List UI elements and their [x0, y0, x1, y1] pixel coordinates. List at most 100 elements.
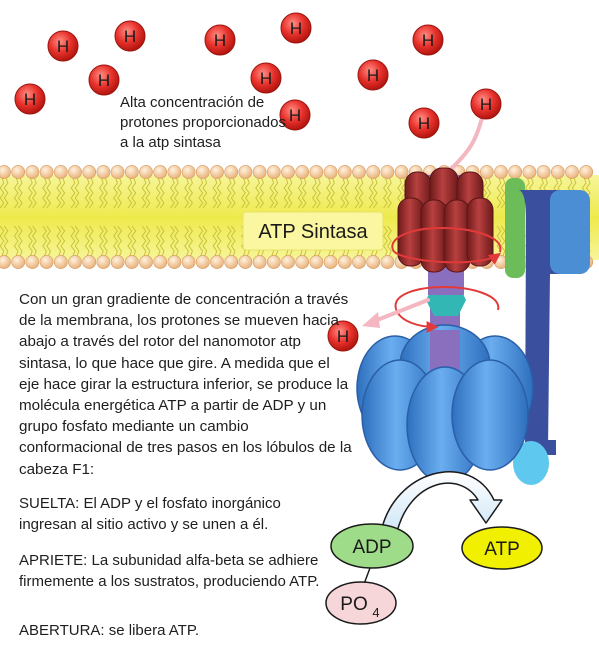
step-suelta: SUELTA: El ADP y el fosfato inorgánico i…: [19, 495, 281, 533]
stator-a-subunit: [550, 190, 590, 274]
mechanism-description: Con un gran gradiente de concentración a…: [19, 291, 352, 478]
lipid-head: [110, 165, 125, 179]
proton-h-icon: H: [14, 83, 46, 115]
svg-text:H: H: [214, 31, 226, 50]
phosphate-molecule: PO 4: [325, 581, 397, 625]
lipid-head: [195, 255, 210, 269]
lipid-head: [110, 255, 125, 269]
svg-text:H: H: [98, 71, 110, 90]
lipid-head: [238, 255, 253, 269]
enzyme-label-box: ATP Sintasa: [242, 211, 384, 251]
stator-green-segment: [505, 178, 525, 278]
lipid-head: [352, 165, 366, 179]
lipid-head: [394, 165, 409, 179]
lipid-head: [295, 165, 310, 179]
lipid-head: [266, 165, 281, 179]
lipid-head: [167, 255, 182, 269]
lipid-head: [25, 165, 40, 179]
proton-h-icon: H: [47, 30, 79, 62]
lipid-head: [124, 165, 139, 179]
adp-label: ADP: [352, 537, 391, 558]
lipid-head: [153, 165, 168, 179]
lipid-head: [508, 165, 523, 179]
lipid-head: [522, 165, 537, 179]
proton-h-icon: H: [408, 107, 440, 139]
lipid-head: [82, 165, 97, 179]
proton-h-icon: H: [279, 99, 311, 131]
lipid-head: [536, 165, 551, 179]
lipid-head: [39, 165, 54, 179]
lipid-head: [323, 255, 338, 269]
lipid-head: [224, 165, 239, 179]
lipid-head: [0, 255, 11, 269]
lipid-head: [210, 255, 224, 269]
lipid-head: [281, 165, 295, 179]
lipid-head: [53, 255, 68, 269]
lipid-head: [139, 255, 153, 269]
lipid-head: [337, 165, 352, 179]
lipid-head: [281, 255, 295, 269]
lipid-head: [11, 255, 26, 269]
stator-delta-subunit: [513, 441, 549, 485]
proton-h-icon: H: [357, 59, 389, 91]
proton-h-icon: H: [327, 320, 359, 352]
lipid-head: [238, 165, 253, 179]
lipid-head: [337, 255, 352, 269]
lipid-head: [352, 255, 366, 269]
lipid-head: [366, 165, 381, 179]
lipid-head: [68, 255, 82, 269]
reaction-arrow: [380, 471, 503, 533]
lipid-head: [124, 255, 139, 269]
lipid-head: [167, 165, 182, 179]
svg-text:H: H: [418, 114, 430, 133]
atp-label: ATP: [484, 539, 520, 560]
svg-text:H: H: [24, 90, 36, 109]
lipid-head: [295, 255, 310, 269]
svg-text:H: H: [289, 106, 301, 125]
lipid-head: [68, 165, 82, 179]
proton-h-icon: H: [412, 24, 444, 56]
proton-h-icon: H: [114, 20, 146, 52]
phosphate-subscript: 4: [372, 605, 379, 620]
lipid-head: [96, 165, 111, 179]
phosphate-label: PO: [340, 594, 367, 615]
enzyme-name-label: ATP Sintasa: [258, 221, 368, 243]
lipid-head: [210, 165, 224, 179]
lipid-head: [252, 255, 267, 269]
lipid-head: [181, 255, 196, 269]
svg-text:H: H: [57, 37, 69, 56]
lipid-head: [195, 165, 210, 179]
proton-h-icon: H: [470, 88, 502, 120]
proton-h-icon: H: [204, 24, 236, 56]
lipid-head: [82, 255, 97, 269]
svg-text:H: H: [290, 19, 302, 38]
atp-molecule: ATP: [461, 526, 543, 570]
stator: [505, 178, 590, 485]
adp-phosphate-bond: [363, 567, 371, 585]
lipid-head: [380, 255, 395, 269]
high-concentration-annotation: Alta concentración de protones proporcio…: [120, 94, 286, 151]
lipid-head: [0, 165, 11, 179]
lipid-head: [380, 165, 395, 179]
lipid-head: [53, 165, 68, 179]
svg-text:H: H: [337, 327, 349, 346]
proton-h-icon: H: [88, 64, 120, 96]
lipid-head: [579, 165, 594, 179]
lipid-head: [11, 165, 26, 179]
c-ring-rotor: [397, 167, 494, 295]
lipid-head: [479, 165, 494, 179]
lipid-head: [139, 165, 153, 179]
svg-text:H: H: [480, 95, 492, 114]
lipid-head: [366, 255, 381, 269]
step-apriete: APRIETE: La subunidad alfa-beta se adhie…: [19, 552, 320, 590]
lipid-head: [224, 255, 239, 269]
lipid-head: [39, 255, 54, 269]
lipid-head: [309, 165, 324, 179]
svg-text:H: H: [422, 31, 434, 50]
lipid-head: [181, 165, 196, 179]
step-abertura: ABERTURA: se libera ATP.: [19, 622, 200, 639]
adp-molecule: ADP: [330, 523, 414, 569]
proton-h-icon: H: [250, 62, 282, 94]
